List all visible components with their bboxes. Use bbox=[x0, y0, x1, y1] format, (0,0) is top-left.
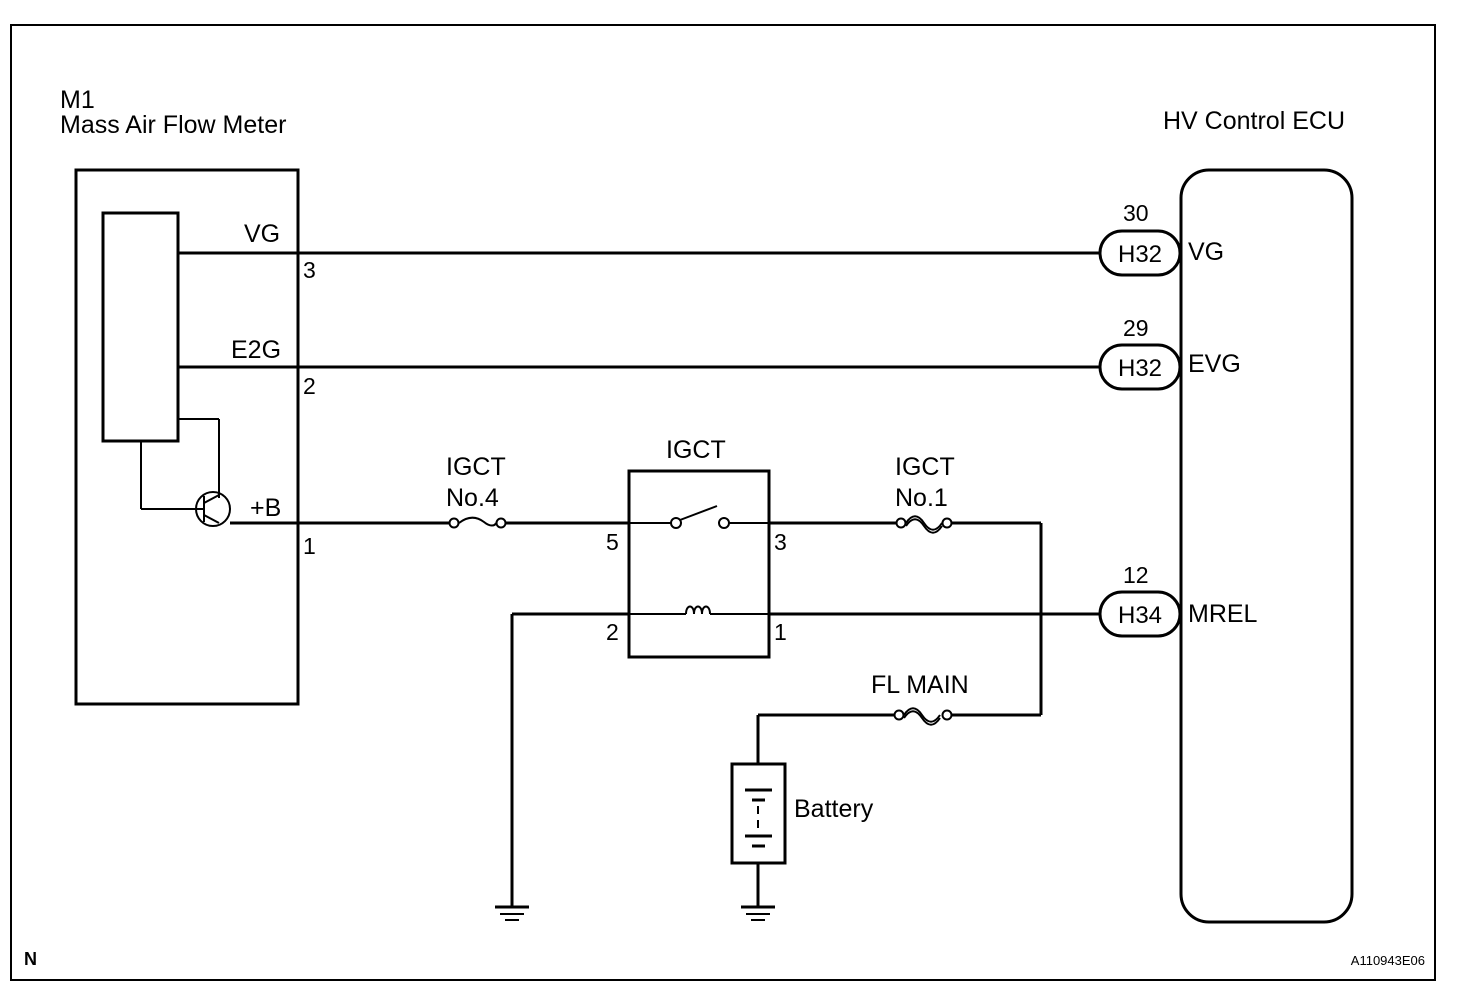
relay-coil-icon bbox=[629, 605, 769, 615]
fuse-igct-no1-label-2: No.1 bbox=[895, 484, 948, 512]
relay-switch-icon bbox=[629, 505, 769, 529]
ecu-name: HV Control ECU bbox=[1163, 107, 1345, 135]
transistor-icon bbox=[195, 491, 231, 527]
ecu-terminal-number-evg: 29 bbox=[1123, 315, 1149, 341]
meter-box bbox=[74, 168, 300, 706]
ground-icon bbox=[741, 905, 775, 921]
meter-signal-plus-b: +B bbox=[250, 494, 281, 522]
fuse-igct-no1-label-1: IGCT bbox=[895, 453, 955, 481]
ecu-connector-label-vg: H32 bbox=[1118, 241, 1162, 268]
relay-pin-2: 2 bbox=[606, 619, 619, 645]
ground-icon bbox=[495, 905, 529, 921]
relay-pin-3: 3 bbox=[774, 529, 787, 555]
meter-pin-plus-b: 1 bbox=[303, 533, 316, 559]
ecu-box bbox=[1179, 168, 1354, 924]
fuse-igct-no4-label-2: No.4 bbox=[446, 484, 499, 512]
meter-signal-e2g: E2G bbox=[231, 336, 281, 364]
relay-box bbox=[627, 469, 771, 659]
fuse-icon bbox=[893, 707, 953, 726]
meter-signal-vg: VG bbox=[244, 220, 280, 248]
ecu-connector-evg bbox=[1098, 343, 1182, 391]
fuse-icon bbox=[895, 515, 953, 534]
meter-name: Mass Air Flow Meter bbox=[60, 111, 286, 139]
diagram-frame bbox=[10, 24, 1436, 981]
relay-name: IGCT bbox=[666, 436, 726, 464]
ecu-terminal-number-mrel: 12 bbox=[1123, 562, 1149, 588]
battery-label: Battery bbox=[794, 795, 874, 823]
meter-id: M1 bbox=[60, 86, 95, 114]
relay-pin-5: 5 bbox=[606, 529, 619, 555]
ecu-signal-mrel: MREL bbox=[1188, 600, 1258, 628]
battery-icon bbox=[730, 762, 787, 865]
meter-pin-vg: 3 bbox=[303, 257, 316, 283]
fuse-fl-main-label: FL MAIN bbox=[871, 671, 969, 699]
ecu-signal-vg: VG bbox=[1188, 238, 1224, 266]
fuse-icon bbox=[448, 516, 507, 529]
ecu-connector-label-mrel: H34 bbox=[1118, 602, 1162, 629]
ecu-signal-evg: EVG bbox=[1188, 350, 1241, 378]
ecu-connector-label-evg: H32 bbox=[1118, 355, 1162, 382]
corner-mark-left: N bbox=[24, 949, 37, 969]
fuse-igct-no4-label-1: IGCT bbox=[446, 453, 506, 481]
meter-sensor-element bbox=[101, 211, 180, 443]
relay-pin-1: 1 bbox=[774, 619, 787, 645]
ecu-terminal-number-vg: 30 bbox=[1123, 200, 1149, 226]
meter-pin-e2g: 2 bbox=[303, 373, 316, 399]
ecu-connector-vg bbox=[1098, 229, 1182, 277]
figure-code: A110943E06 bbox=[1351, 953, 1425, 968]
